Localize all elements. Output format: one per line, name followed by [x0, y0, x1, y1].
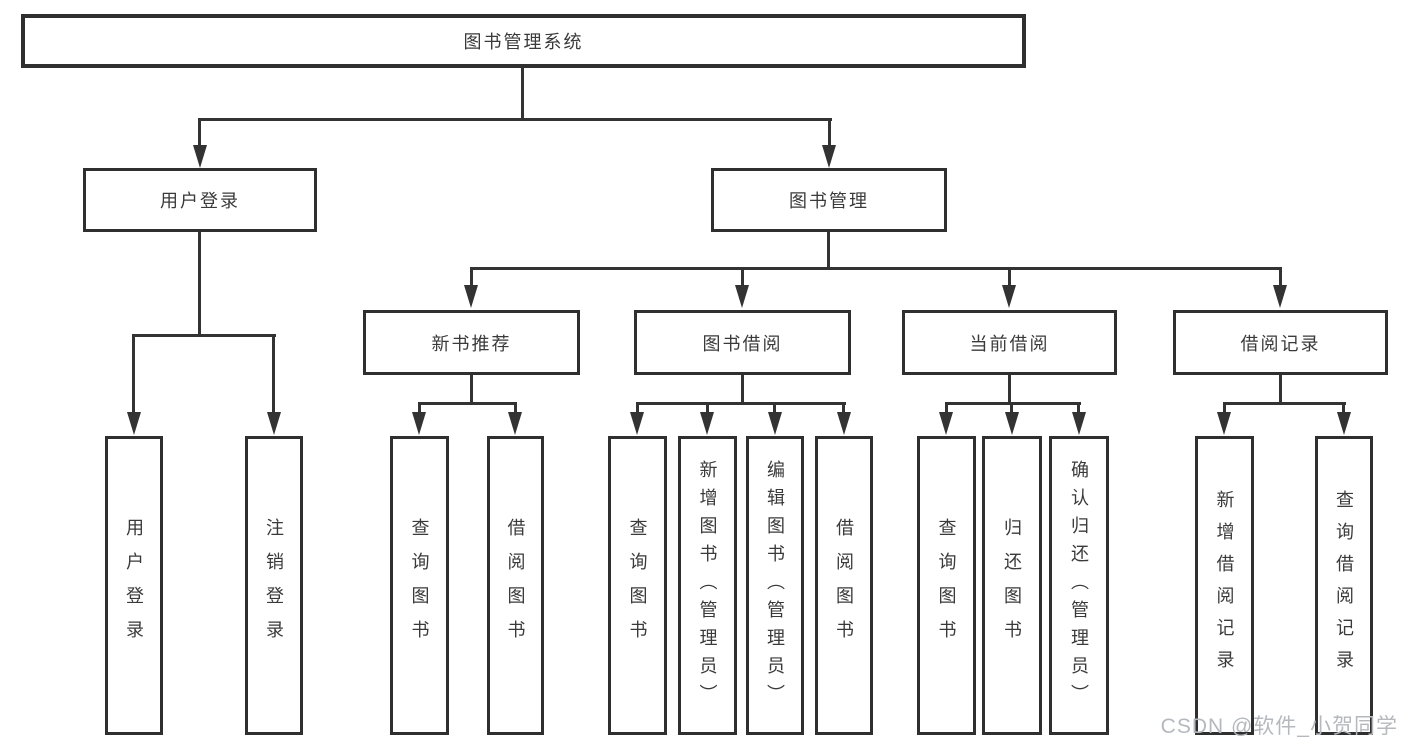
arrow-down-icon — [1002, 285, 1016, 308]
leaf-query-borrow-record: 查询借阅记录 — [1315, 436, 1373, 735]
arrow-down-icon — [193, 145, 207, 168]
connector-line — [842, 402, 845, 414]
leaf-borrow-books-1: 借阅图书 — [487, 436, 544, 735]
connector-line — [828, 118, 831, 148]
connector-line — [272, 334, 275, 412]
node-label: 借阅图书 — [505, 517, 526, 654]
arrow-down-icon — [768, 412, 782, 435]
watermark: CSDN @软件_小贺同学 — [1160, 715, 1398, 738]
node-label: 用户登录 — [160, 191, 240, 211]
node-label: 查询图书 — [936, 517, 957, 654]
connector-line — [1077, 402, 1080, 414]
arrow-down-icon — [464, 285, 478, 308]
connector-line — [132, 334, 276, 337]
arrow-down-icon — [412, 412, 426, 435]
node-label: 借阅记录 — [1240, 333, 1321, 354]
connector-line — [945, 402, 1081, 405]
connector-line — [132, 334, 135, 412]
node-label: 编辑图书（管理员） — [765, 459, 785, 712]
node-current-borrow: 当前借阅 — [902, 310, 1117, 375]
node-user-login: 用户登录 — [83, 168, 317, 232]
node-label: 新书推荐 — [431, 333, 512, 354]
node-label: 图书管理系统 — [463, 32, 584, 52]
node-label: 当前借阅 — [969, 333, 1050, 354]
connector-line — [198, 232, 201, 336]
arrow-down-icon — [127, 412, 141, 435]
connector-line — [741, 375, 744, 404]
node-label: 归还图书 — [1002, 517, 1022, 654]
connector-line — [1223, 402, 1226, 414]
arrow-down-icon — [1273, 285, 1287, 308]
node-label: 图书借阅 — [702, 333, 783, 354]
connector-line — [636, 402, 639, 414]
arrow-down-icon — [822, 145, 836, 168]
connector-line — [470, 267, 473, 287]
leaf-confirm-return-admin: 确认归还（管理员） — [1049, 436, 1109, 735]
connector-line — [521, 66, 524, 120]
node-label: 确认归还（管理员） — [1069, 459, 1089, 712]
connector-line — [945, 402, 948, 414]
connector-line — [470, 267, 1282, 270]
node-label: 借阅图书 — [834, 517, 854, 654]
leaf-query-books-2: 查询图书 — [608, 436, 667, 735]
node-borrow-record: 借阅记录 — [1173, 310, 1388, 375]
arrow-down-icon — [1005, 412, 1019, 435]
connector-line — [198, 118, 201, 148]
leaf-borrow-books-2: 借阅图书 — [815, 436, 873, 735]
arrow-down-icon — [1072, 412, 1086, 435]
connector-line — [1279, 375, 1282, 404]
connector-line — [1008, 375, 1011, 404]
connector-line — [1279, 267, 1282, 287]
node-label: 查询借阅记录 — [1334, 489, 1354, 682]
arrow-down-icon — [508, 412, 522, 435]
connector-line — [827, 232, 830, 270]
connector-line — [636, 402, 846, 405]
connector-line — [418, 402, 421, 414]
node-label: 查询图书 — [409, 517, 430, 654]
connector-line — [1010, 402, 1013, 414]
arrow-down-icon — [837, 412, 851, 435]
connector-line — [1223, 402, 1346, 405]
leaf-add-book-admin: 新增图书（管理员） — [678, 436, 737, 735]
arrow-down-icon — [939, 412, 953, 435]
node-new-book-recommend: 新书推荐 — [363, 310, 580, 375]
leaf-query-books-3: 查询图书 — [917, 436, 976, 735]
arrow-down-icon — [630, 412, 644, 435]
arrow-down-icon — [735, 285, 749, 308]
connector-line — [198, 118, 832, 121]
node-library-system: 图书管理系统 — [21, 14, 1026, 68]
arrow-down-icon — [267, 412, 281, 435]
connector-line — [418, 402, 517, 405]
leaf-logout: 注销登录 — [245, 436, 303, 735]
connector-line — [1342, 402, 1345, 414]
leaf-query-books-1: 查询图书 — [390, 436, 449, 735]
node-label: 查询图书 — [627, 517, 648, 654]
arrow-down-icon — [1217, 412, 1231, 435]
node-label: 新增图书（管理员） — [697, 459, 718, 712]
leaf-add-borrow-record: 新增借阅记录 — [1195, 436, 1254, 735]
connector-line — [470, 375, 473, 404]
leaf-user-login: 用户登录 — [105, 436, 163, 735]
connector-line — [773, 402, 776, 414]
node-book-management: 图书管理 — [711, 168, 947, 232]
node-book-borrow: 图书借阅 — [634, 310, 851, 375]
node-label: 用户登录 — [124, 517, 144, 654]
connector-line — [741, 267, 744, 287]
connector-line — [706, 402, 709, 414]
arrow-down-icon — [700, 412, 714, 435]
node-label: 新增借阅记录 — [1214, 489, 1235, 682]
connector-line — [514, 402, 517, 414]
node-label: 图书管理 — [789, 191, 869, 211]
arrow-down-icon — [1337, 412, 1351, 435]
connector-line — [1008, 267, 1011, 287]
leaf-edit-book-admin: 编辑图书（管理员） — [746, 436, 804, 735]
leaf-return-book: 归还图书 — [982, 436, 1042, 735]
node-label: 注销登录 — [264, 517, 284, 654]
